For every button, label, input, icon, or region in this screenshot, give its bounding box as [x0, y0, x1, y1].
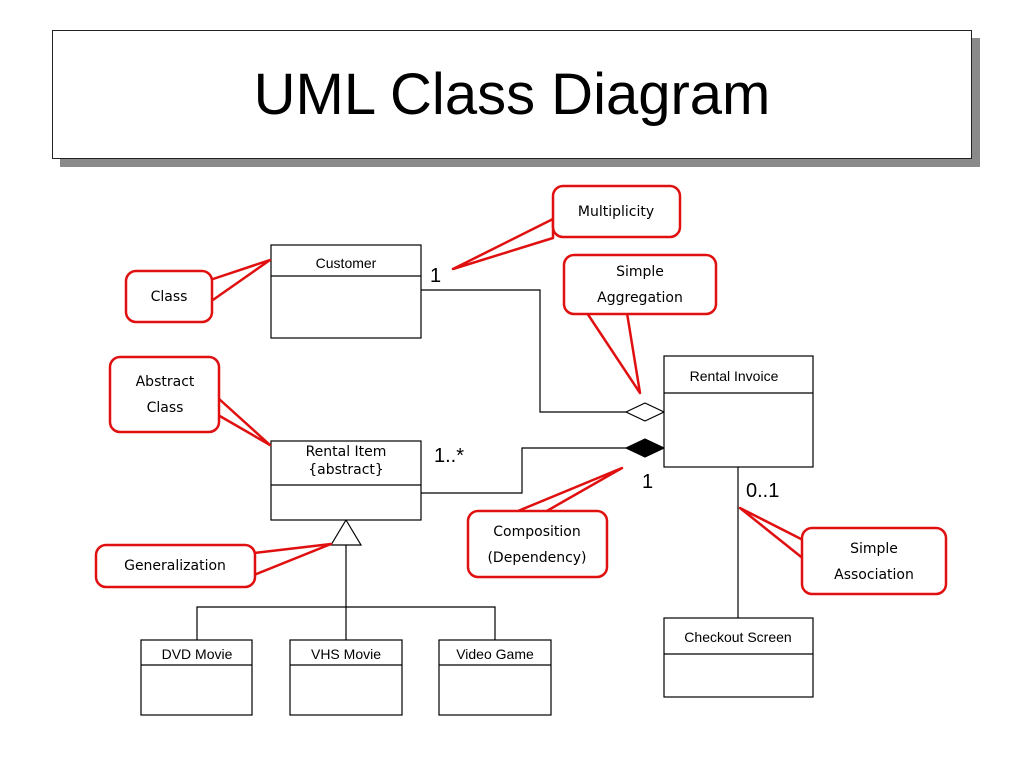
callout-generalization-text: Generalization [124, 558, 226, 574]
class-dvd-movie-name: DVD Movie [162, 646, 233, 662]
callout-simple-association-line1: Simple [850, 541, 898, 557]
callout-composition: Composition (Dependency) [466, 509, 609, 579]
class-customer: Customer [270, 244, 422, 339]
generalization-branches [196, 606, 496, 640]
callout-abstract-class: Abstract Class [108, 355, 221, 434]
class-video-game-name: Video Game [456, 646, 534, 662]
pointer-abstract-class [216, 396, 272, 447]
pointer-simple-aggregation [585, 311, 642, 395]
multiplicity-rental-item: 1..* [434, 445, 464, 467]
generalization-triangle [329, 518, 363, 546]
callout-multiplicity-text: Multiplicity [578, 204, 654, 220]
class-checkout-screen-name: Checkout Screen [684, 629, 791, 645]
callout-abstract-class-line2: Class [147, 400, 184, 416]
multiplicity-customer: 1 [430, 265, 441, 287]
callout-generalization: Generalization [94, 543, 257, 589]
class-checkout-screen: Checkout Screen [663, 617, 814, 698]
pointer-simple-association [738, 506, 807, 562]
class-rental-item-name: Rental Item [306, 444, 387, 460]
multiplicity-invoice-association: 0..1 [746, 480, 779, 502]
pointer-multiplicity [451, 217, 555, 271]
callout-multiplicity: Multiplicity [551, 184, 682, 239]
pointer-class [208, 258, 272, 304]
callout-class-text: Class [151, 289, 188, 305]
callout-composition-line1: Composition [493, 524, 580, 540]
class-rental-item: Rental Item {abstract} [270, 440, 422, 521]
callout-simple-aggregation: Simple Aggregation [562, 253, 718, 316]
pointer-composition [516, 466, 624, 518]
callout-simple-aggregation-line1: Simple [616, 264, 664, 280]
class-vhs-movie: VHS Movie [289, 639, 403, 716]
class-rental-item-stereotype: {abstract} [308, 462, 384, 478]
multiplicity-invoice-composition: 1 [642, 471, 653, 493]
class-customer-name: Customer [316, 255, 377, 271]
callout-simple-association: Simple Association [800, 526, 948, 596]
class-rental-invoice-name: Rental Invoice [690, 368, 779, 384]
callout-simple-aggregation-line2: Aggregation [597, 290, 683, 306]
pointer-generalization [252, 542, 333, 577]
class-video-game: Video Game [438, 639, 552, 716]
class-vhs-movie-name: VHS Movie [311, 646, 381, 662]
composition-line [421, 447, 626, 494]
aggregation-diamond [624, 402, 666, 422]
title-box: UML Class Diagram [52, 30, 972, 159]
callout-class: Class [124, 269, 214, 324]
callout-simple-association-line2: Association [834, 567, 914, 583]
callout-abstract-class-line1: Abstract [136, 374, 195, 390]
class-dvd-movie: DVD Movie [140, 639, 253, 716]
aggregation-line [421, 289, 626, 413]
class-rental-invoice: Rental Invoice [663, 355, 814, 468]
callout-composition-line2: (Dependency) [487, 550, 586, 566]
page-title: UML Class Diagram [253, 62, 771, 127]
composition-diamond [624, 438, 666, 458]
